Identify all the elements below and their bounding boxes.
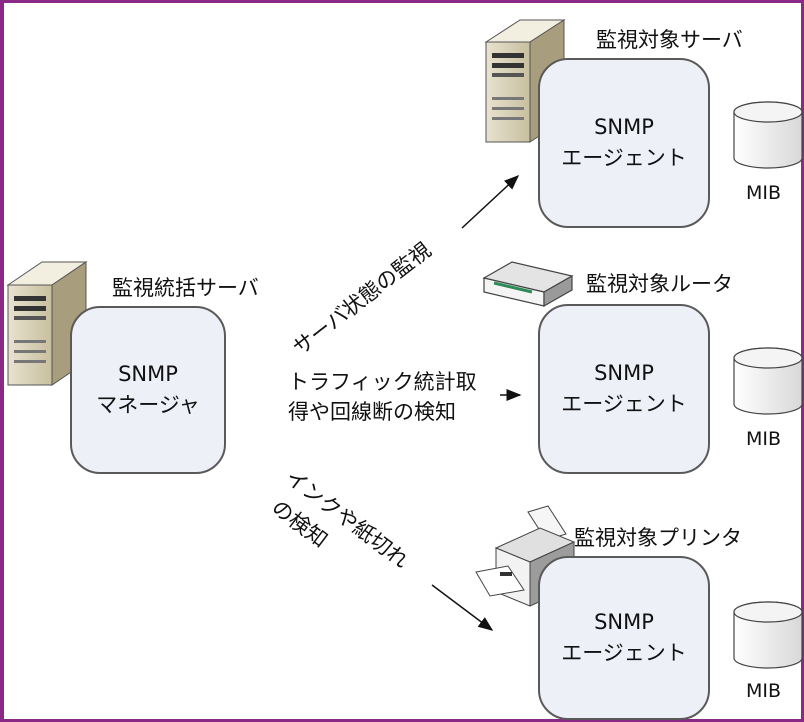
agent-printer-title: 監視対象プリンタ xyxy=(574,526,742,550)
mib-label: MIB xyxy=(746,182,782,204)
manager-title: 監視統括サーバ xyxy=(112,276,259,300)
agent-line1: SNMP xyxy=(594,360,654,385)
manager-line2: マネージャ xyxy=(96,393,200,417)
frame-bottom-border xyxy=(0,719,804,722)
snmp-agent-box-server: SNMP エージェント xyxy=(538,58,710,228)
agent-line2: エージェント xyxy=(561,392,687,416)
edge-label-router-line2: 得や回線断の検知 xyxy=(288,400,456,424)
manager-line1: SNMP xyxy=(118,361,178,386)
snmp-agent-box-printer: SNMP エージェント xyxy=(538,556,710,720)
snmp-agent-box-router: SNMP エージェント xyxy=(538,304,710,474)
mib-database-icon xyxy=(733,347,803,415)
mib-database-icon xyxy=(733,601,803,669)
agent-line1: SNMP xyxy=(594,114,654,139)
snmp-manager-box: SNMP マネージャ xyxy=(70,306,226,474)
mib-label: MIB xyxy=(746,680,782,702)
arrow-to-printer xyxy=(431,584,494,631)
arrow-to-server xyxy=(461,174,520,229)
frame-top-border xyxy=(0,0,804,3)
frame-left-border xyxy=(0,0,4,722)
edge-label-router-line1: トラフィック統計取 xyxy=(288,370,477,394)
agent-router-title: 監視対象ルータ xyxy=(586,272,733,296)
agent-line1: SNMP xyxy=(594,609,654,634)
mib-database-icon xyxy=(733,101,803,169)
agent-server-title: 監視対象サーバ xyxy=(596,28,743,52)
agent-line2: エージェント xyxy=(561,641,687,665)
router-device-icon xyxy=(482,261,574,308)
mib-label: MIB xyxy=(746,428,782,450)
manager-server-icon xyxy=(6,261,88,386)
agent-line2: エージェント xyxy=(561,146,687,170)
